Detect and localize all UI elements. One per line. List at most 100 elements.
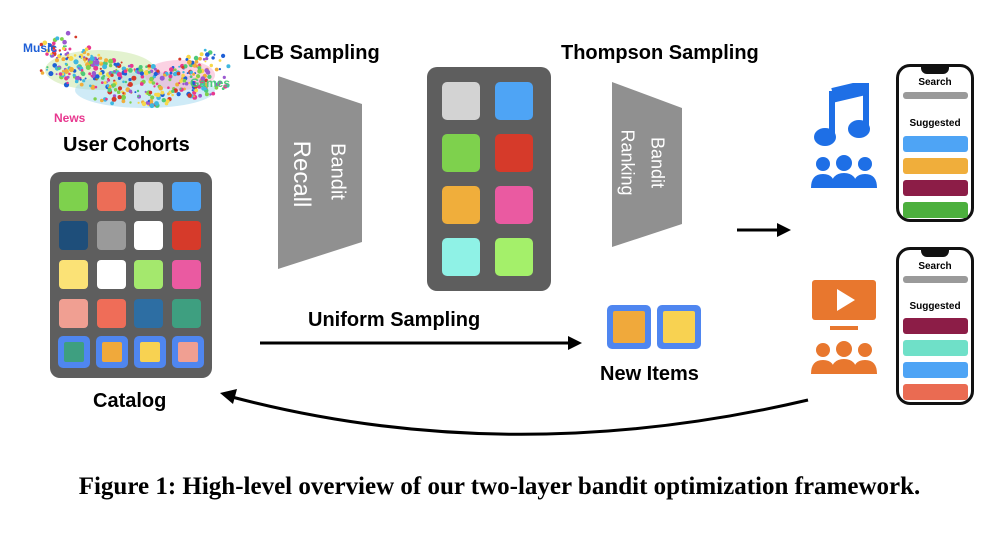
cohort-point (176, 71, 181, 76)
cohort-point (97, 53, 101, 57)
cohort-point (129, 101, 132, 104)
cohort-point (121, 99, 126, 104)
cohort-point (110, 73, 114, 77)
new-items-label: New Items (600, 363, 699, 385)
cohort-point (127, 82, 133, 87)
thompson-sampling-label: Thompson Sampling (561, 42, 759, 64)
cohort-point (204, 78, 209, 83)
phone-notch (921, 66, 949, 74)
cohort-point (178, 57, 182, 61)
user-cohorts-label: User Cohorts (63, 134, 190, 156)
cohort-point (155, 92, 161, 98)
cohort-point (178, 65, 181, 68)
cohort-point (137, 101, 140, 104)
recalled-item (442, 82, 480, 120)
suggested-item-bar[interactable] (903, 136, 968, 152)
bandit-ranking-line2: Ranking (617, 129, 638, 196)
cohort-point (80, 68, 84, 72)
cohort-point (83, 56, 86, 59)
cohort-point (168, 74, 173, 79)
cohort-point (159, 75, 165, 81)
suggested-item-bar[interactable] (903, 384, 968, 400)
cohort-point (40, 71, 45, 75)
cohort-point (64, 62, 68, 66)
cohort-point (68, 56, 74, 61)
new-item (607, 305, 651, 349)
cohort-point (65, 57, 68, 61)
catalog-item (134, 182, 163, 211)
cohort-point (169, 71, 173, 75)
cohort-point (173, 88, 178, 93)
cohort-point (93, 65, 99, 71)
suggested-item-bar[interactable] (903, 340, 968, 356)
suggested-item-bar[interactable] (903, 202, 968, 218)
phone-bottom-search-bar[interactable] (903, 276, 968, 283)
cohort-point (194, 88, 199, 93)
cohort-point (167, 86, 170, 89)
cohort-point (194, 85, 198, 89)
cohort-point (63, 69, 69, 74)
cohort-point (95, 74, 100, 79)
phone-bottom-search-label: Search (918, 261, 952, 272)
cohort-point (222, 75, 226, 79)
suggested-item-bar[interactable] (903, 318, 968, 334)
catalog-item (171, 260, 201, 289)
cohort-point (188, 81, 191, 84)
cohort-point (64, 53, 68, 56)
cohort-point (153, 67, 157, 71)
cohort-point (198, 63, 201, 67)
phone-top-suggested-label: Suggested (909, 118, 961, 129)
cohort-point (128, 78, 132, 82)
cohort-point (180, 77, 184, 80)
cohort-point (197, 84, 202, 89)
cohort-point (182, 82, 185, 86)
cohort-point (219, 80, 222, 84)
cohort-point (84, 77, 87, 80)
catalog-item (96, 299, 126, 328)
cohort-point (39, 42, 44, 47)
cohort-point (139, 82, 144, 86)
cohort-point (148, 90, 153, 95)
cohort-point (64, 45, 67, 48)
cohort-point (81, 71, 86, 77)
cohort-point (122, 92, 125, 95)
cohort-point (164, 101, 169, 106)
cohort-point (101, 76, 105, 80)
phone-top-search-bar[interactable] (903, 92, 968, 99)
cohort-point (99, 67, 102, 70)
cohort-point (213, 81, 217, 84)
cohort-point (90, 74, 93, 77)
cohort-label-music: Music (23, 41, 58, 55)
cohort-point (189, 70, 194, 75)
cohort-point (193, 55, 199, 61)
cohort-point (217, 82, 221, 86)
orange-user-group-icon (811, 341, 877, 374)
cohort-point (84, 47, 89, 52)
recalled-item (495, 238, 533, 276)
music-note-icon (814, 83, 870, 146)
cohort-point (174, 68, 177, 71)
cohort-point (82, 48, 85, 52)
cohort-point (88, 72, 92, 76)
cohort-point (108, 71, 112, 74)
cohort-point (82, 79, 86, 83)
suggested-item-bar[interactable] (903, 158, 968, 174)
suggested-item-bar[interactable] (903, 362, 968, 378)
cohort-point (111, 96, 117, 102)
catalog-item (59, 182, 88, 211)
cohort-point (72, 73, 76, 77)
suggested-item-bar[interactable] (903, 180, 968, 196)
cohort-point (186, 72, 189, 75)
cohort-point (117, 95, 122, 100)
cohort-point (45, 52, 49, 56)
lcb-sampling-label: LCB Sampling (243, 42, 380, 64)
cohort-point (113, 70, 116, 73)
cohort-point (200, 76, 206, 82)
cohort-point (133, 68, 136, 71)
cohort-label-games: Games (190, 76, 231, 90)
catalog-new-item (96, 336, 128, 368)
cohort-point (202, 58, 206, 61)
cohort-point (90, 84, 96, 90)
cohort-point (61, 57, 66, 62)
